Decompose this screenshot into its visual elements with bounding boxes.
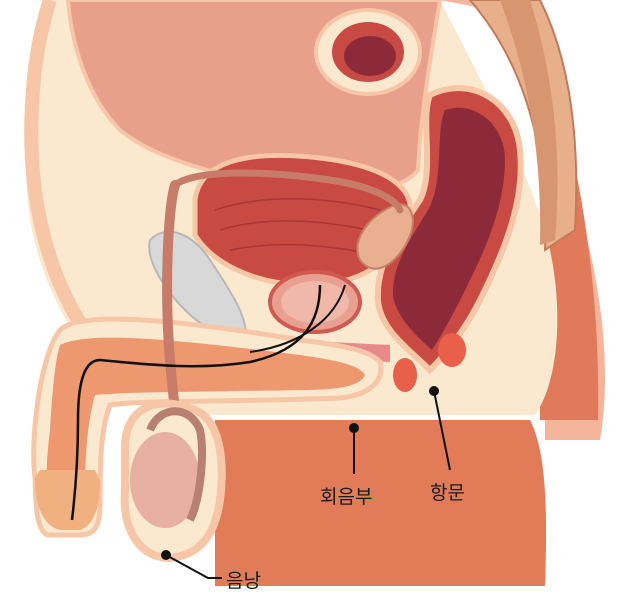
anal-sphincter-right <box>438 333 466 367</box>
scrotum-dot <box>161 550 171 560</box>
prostate <box>270 272 360 332</box>
label-perineum: 회음부 <box>320 482 372 509</box>
perineal-muscle-block <box>215 420 546 586</box>
label-scrotum: 음낭 <box>226 566 261 593</box>
label-anus: 항문 <box>430 478 465 505</box>
anus-dot <box>429 386 439 396</box>
anal-sphincter-left <box>393 358 417 392</box>
bowel-loop <box>316 10 420 94</box>
perineum-dot <box>349 423 359 433</box>
